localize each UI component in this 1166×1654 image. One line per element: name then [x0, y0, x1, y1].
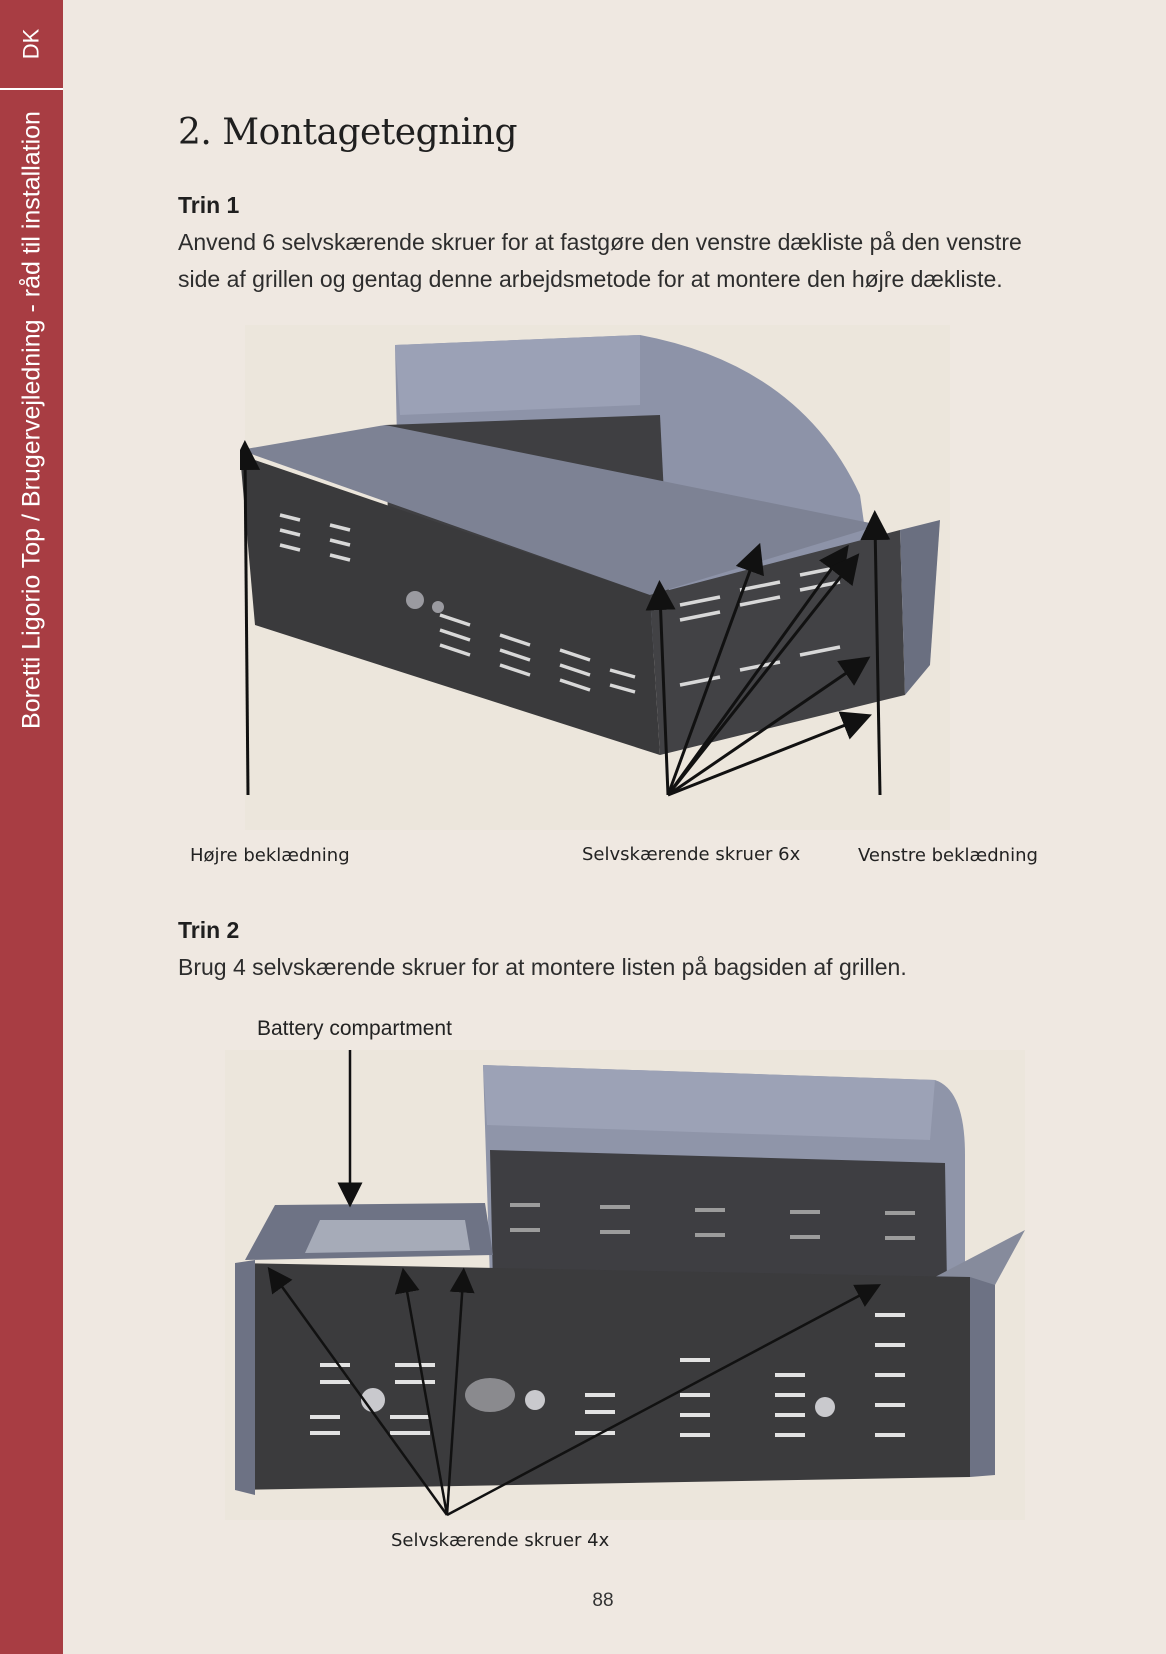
step2-text: Brug 4 selvskærende skruer for at monter…	[178, 954, 907, 980]
caption-screws-4x: Selvskærende skruer 4x	[391, 1530, 610, 1551]
caption-battery-compartment: Battery compartment	[257, 1017, 452, 1040]
page-title: 2. Montagetegning	[178, 112, 518, 153]
sidebar: DK Boretti Ligorio Top / Brugervejlednin…	[0, 0, 63, 1654]
language-label: DK	[18, 28, 44, 60]
step1-title: Trin 1	[178, 192, 240, 218]
caption-screws-6x: Selvskærende skruer 6x	[582, 844, 801, 865]
step2-title: Trin 2	[178, 917, 240, 943]
caption-right-panel: Højre beklædning	[190, 845, 350, 866]
sidebar-title-text: Boretti Ligorio Top / Brugervejledning -…	[17, 111, 46, 729]
page-number: 88	[592, 1590, 614, 1611]
grill-back-figure	[225, 1050, 1025, 1520]
language-tab: DK	[0, 0, 63, 90]
step1-text: Anvend 6 selvskærende skruer for at fast…	[178, 229, 1022, 292]
grill-side-panel-figure	[240, 325, 950, 830]
caption-left-panel: Venstre beklædning	[858, 845, 1038, 866]
